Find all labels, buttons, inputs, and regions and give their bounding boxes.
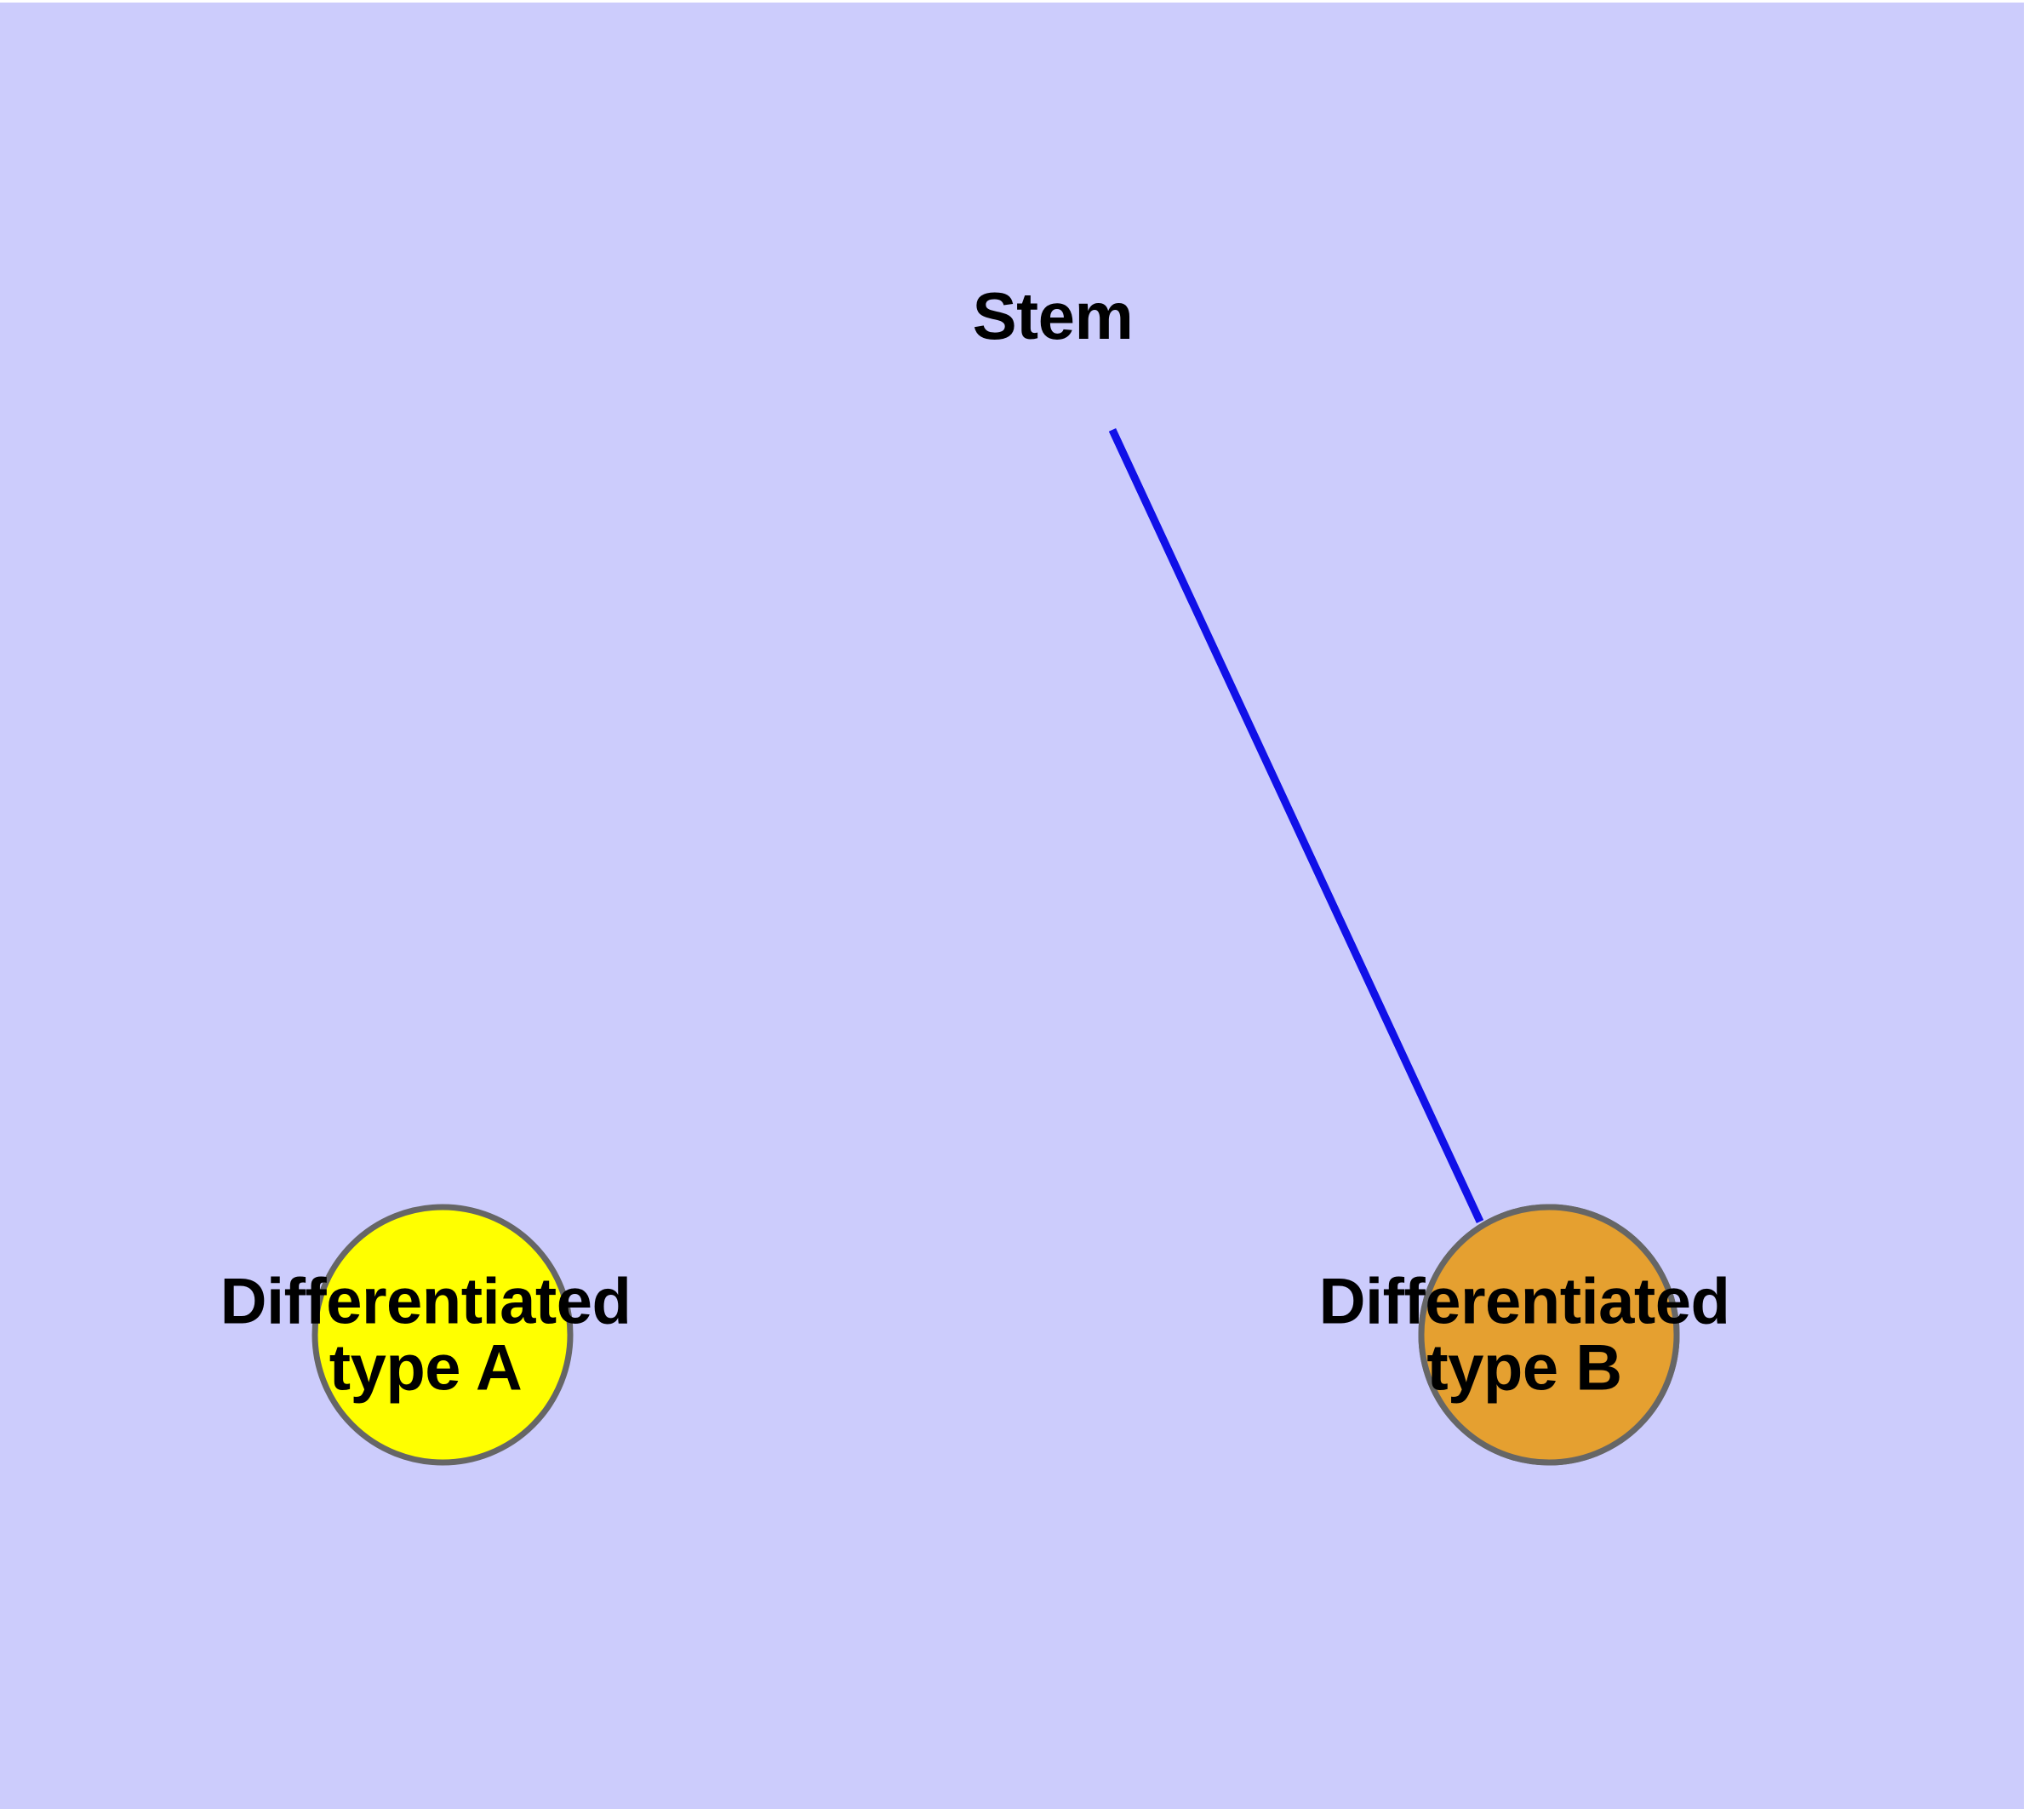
node-stem[interactable] — [311, 1204, 574, 1466]
node-layer — [311, 1204, 1680, 1466]
edge-layer — [1108, 428, 1484, 1223]
graph-svg — [311, 428, 1680, 1466]
node-differentiated-type-b[interactable] — [1418, 1204, 1680, 1466]
edge-stem-to-differentiated-b[interactable] — [1108, 428, 1484, 1223]
